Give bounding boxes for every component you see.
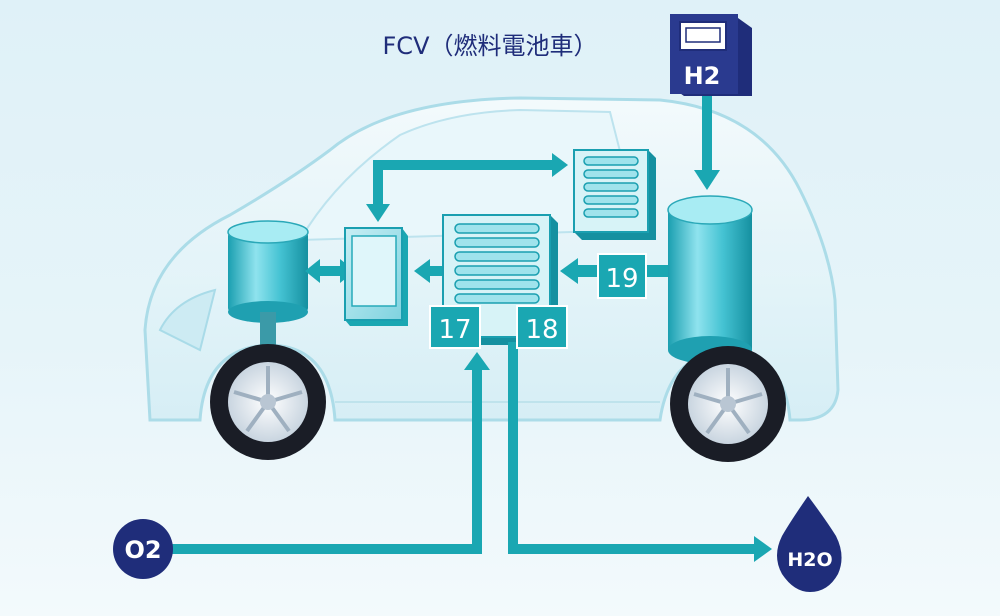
headlight <box>158 288 217 352</box>
arrow-stack-pcu <box>414 259 445 283</box>
box-17-label: 17 <box>438 315 471 345</box>
oxygen-label: O2 <box>124 536 161 564</box>
arrow-stack-water <box>508 342 772 562</box>
hydrogen-tank <box>667 195 753 364</box>
hydrogen-station-icon <box>670 14 752 96</box>
box-18-bg <box>516 305 568 349</box>
box-19-bg <box>597 253 647 299</box>
arrow-pcu-battery <box>366 153 568 222</box>
hydrogen-station-label: H2 <box>684 62 721 90</box>
box-19-label: 19 <box>605 264 638 294</box>
arrow-oxygen-stack <box>170 352 490 554</box>
power-control-unit <box>344 227 408 326</box>
box-17-bg <box>429 305 481 349</box>
battery <box>573 149 656 240</box>
motor <box>227 220 309 350</box>
rear-wheel-icon <box>670 346 786 462</box>
arrow-station-tank <box>694 96 720 190</box>
box-18-label: 18 <box>525 315 558 345</box>
diagram-title: FCV（燃料電池車） <box>383 32 598 60</box>
water-drop-icon <box>777 496 842 592</box>
oxygen-bubble-icon <box>113 519 173 579</box>
front-wheel-icon <box>210 344 326 460</box>
water-label: H2O <box>787 549 832 571</box>
